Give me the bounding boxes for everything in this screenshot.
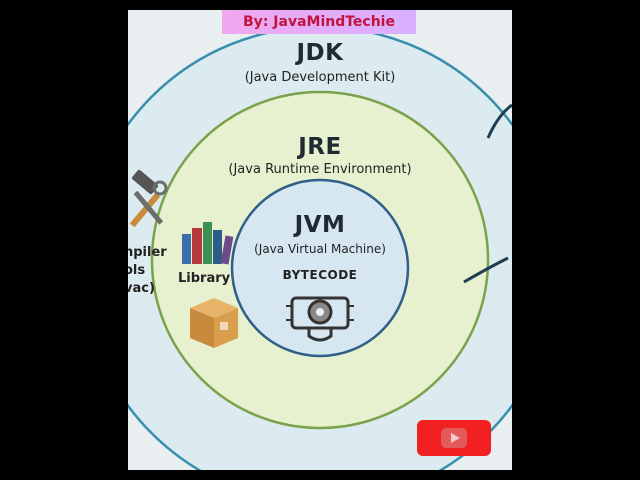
jre-subtitle: (Java Runtime Environment) — [228, 162, 412, 177]
compiler-tools-label: npiler ols vac) — [128, 244, 167, 298]
credit-banner: By: JavaMindTechie — [222, 10, 416, 34]
library-label: Library — [178, 271, 231, 286]
curve-arrow-bottom — [463, 256, 509, 284]
hammer-wrench-icon — [129, 169, 168, 228]
jvm-circle — [230, 178, 410, 358]
youtube-play-icon — [441, 428, 467, 448]
jdk-subtitle: (Java Development Kit) — [244, 70, 396, 85]
tools-line-1: npiler — [128, 245, 167, 260]
books-icon — [182, 222, 234, 265]
gear-machine-icon — [286, 296, 354, 342]
curve-arrow-top — [486, 103, 512, 139]
bytecode-badge: BYTECODE — [282, 268, 358, 282]
jdk-title: JDK — [296, 40, 344, 66]
diagram-panel: JDK (Java Development Kit) JRE (Java Run… — [128, 10, 512, 470]
jvm-title: JVM — [294, 212, 346, 238]
youtube-button[interactable] — [417, 420, 491, 456]
nested-circles-diagram — [128, 25, 512, 470]
jre-title: JRE — [298, 134, 342, 160]
box-icon — [190, 298, 238, 348]
tools-line-3: vac) — [128, 281, 155, 296]
jvm-subtitle: (Java Virtual Machine) — [254, 242, 386, 256]
tools-line-2: ols — [128, 263, 146, 278]
